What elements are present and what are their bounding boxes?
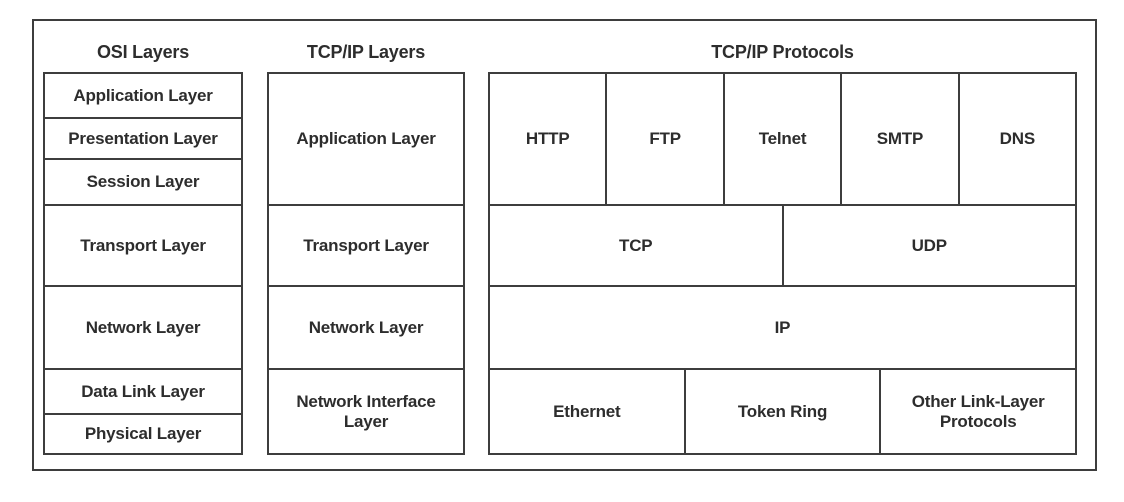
diagram-frame: OSI Layers TCP/IP Layers TCP/IP Protocol… [32, 19, 1097, 471]
protocol-telnet: Telnet [722, 74, 840, 204]
protocol-tcp: TCP [619, 235, 653, 255]
protocol-dns: DNS [957, 74, 1075, 204]
tcpip-layer-network-interface: Network Interface Layer [269, 368, 463, 453]
osi-layer-network: Network Layer [45, 285, 241, 368]
osi-layer-presentation: Presentation Layer [45, 117, 241, 158]
tcpip-layer-stack: Application Layer Transport Layer Networ… [267, 72, 465, 455]
osi-layer-stack: Application Layer Presentation Layer Ses… [43, 72, 243, 455]
protocols-column-heading: TCP/IP Protocols [711, 42, 854, 62]
tcpip-layer-network: Network Layer [269, 285, 463, 368]
tcpip-layer-transport: Transport Layer [269, 204, 463, 285]
osi-layer-application: Application Layer [73, 85, 213, 105]
protocol-udp: UDP [781, 206, 1076, 285]
protocol-other-link-layer: Other Link-Layer Protocols [879, 370, 1075, 453]
protocol-token-ring: Token Ring [683, 370, 880, 453]
tcpip-column-heading: TCP/IP Layers [306, 42, 426, 62]
protocol-ethernet: Ethernet [553, 401, 621, 421]
tcpip-layer-application: Application Layer [296, 129, 436, 149]
osi-column-heading: OSI Layers [96, 42, 190, 62]
protocol-ftp: FTP [605, 74, 722, 204]
osi-layer-data-link: Data Link Layer [45, 368, 241, 413]
protocols-row-application: HTTP FTP Telnet SMTP DNS [490, 74, 1075, 204]
protocol-smtp: SMTP [840, 74, 957, 204]
protocols-row-link: Ethernet Token Ring Other Link-Layer Pro… [490, 368, 1075, 453]
osi-layer-session: Session Layer [45, 158, 241, 204]
protocols-row-transport: TCP UDP [490, 204, 1075, 285]
protocols-grid: HTTP FTP Telnet SMTP DNS TCP UDP IP Ethe… [488, 72, 1077, 455]
osi-layer-physical: Physical Layer [45, 413, 241, 453]
protocol-http: HTTP [525, 129, 570, 149]
protocols-row-network: IP [490, 285, 1075, 368]
osi-layer-transport: Transport Layer [45, 204, 241, 285]
protocol-ip: IP [774, 317, 791, 337]
